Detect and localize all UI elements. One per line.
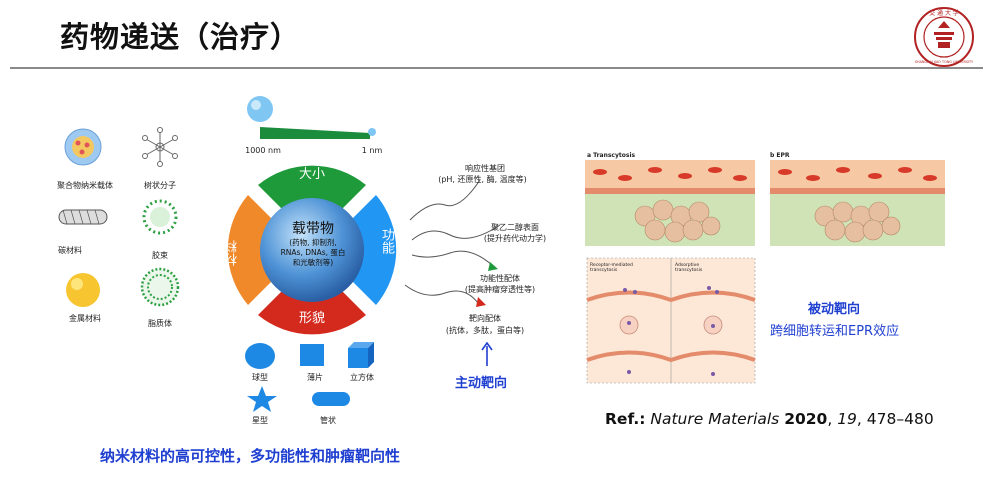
wheel-segment-shape bbox=[258, 289, 366, 335]
passive-targeting-title: 被动靶向 bbox=[808, 302, 861, 317]
wheel-center-title: 载带物 bbox=[292, 221, 334, 237]
reference-pages: 478–480 bbox=[866, 410, 934, 428]
sheet-shape-icon bbox=[300, 344, 324, 366]
function-title-ligand: 功能性配体 bbox=[480, 274, 520, 283]
active-targeting-label: 主动靶向 bbox=[455, 376, 508, 391]
svg-text:交 通 大 学: 交 通 大 学 bbox=[929, 9, 959, 17]
function-title-peg: 聚乙二醇表面 bbox=[491, 223, 539, 232]
figure-panel-b-label: b EPR bbox=[770, 152, 790, 159]
university-logo: 交 通 大 学 SHANGHAI JIAO TONG UNIVERSITY bbox=[914, 7, 974, 67]
metal-nanoparticle-icon bbox=[66, 273, 100, 307]
shape-label-sphere: 球型 bbox=[252, 373, 268, 382]
slide-caption: 纳米材料的高可控性，多功能性和肿瘤靶向性 bbox=[100, 447, 401, 465]
nanocarrier-label-liposome: 脂质体 bbox=[148, 319, 172, 328]
function-title-responsive: 响应性基团 bbox=[465, 164, 505, 173]
scale-right-label: 1 nm bbox=[361, 146, 383, 155]
shape-icons bbox=[245, 342, 374, 412]
reference: Ref.: Nature Materials 2020, 19, 478–480 bbox=[605, 410, 934, 428]
reference-year: 2020 bbox=[784, 410, 828, 428]
wheel-center-line: (药物, 抑制剂, bbox=[289, 238, 337, 247]
wheel-label-size: 大小 bbox=[298, 167, 325, 182]
polymer-nanocarrier-icon bbox=[64, 128, 102, 166]
nanocarrier-icons bbox=[58, 127, 180, 307]
wheel-segment-size bbox=[258, 165, 366, 211]
dendrimer-icon bbox=[142, 127, 178, 167]
inset-right-line1: Adsorptive bbox=[675, 262, 699, 268]
function-desc-targeting: (抗体，多肽，蛋白等) bbox=[445, 326, 525, 335]
micelle-icon bbox=[142, 199, 178, 235]
reference-journal: Nature Materials bbox=[650, 410, 780, 428]
wheel-label-material: 材料 bbox=[225, 240, 240, 266]
shape-label-sheet: 薄片 bbox=[307, 373, 323, 382]
cube-shape-icon bbox=[348, 342, 374, 368]
liposome-icon bbox=[140, 267, 180, 307]
wheel-label-shape: 形貌 bbox=[298, 311, 325, 326]
shape-label-star: 星型 bbox=[252, 416, 268, 425]
figure-panel-a-label: a Transcytosis bbox=[587, 152, 636, 159]
wheel-segment-material bbox=[227, 195, 274, 305]
nanocarrier-label-polymer: 聚合物纳米载体 bbox=[57, 181, 113, 190]
star-shape-icon bbox=[247, 386, 277, 412]
scale-left-label: 1000 nm bbox=[245, 146, 281, 155]
passive-targeting-subtitle: 跨细胞转运和EPR效应 bbox=[770, 324, 900, 339]
design-wheel bbox=[227, 165, 397, 335]
wheel-center-line: 和光敏剂等) bbox=[292, 258, 334, 267]
inset-right-line2: transcytosis bbox=[675, 267, 703, 273]
svg-text:SHANGHAI JIAO TONG UNIVERSITY: SHANGHAI JIAO TONG UNIVERSITY bbox=[915, 60, 974, 64]
nanocarrier-label-dendrimer: 树状分子 bbox=[144, 181, 176, 190]
function-desc-responsive: (pH, 还原性, 酶, 温度等) bbox=[438, 175, 527, 184]
active-targeting-arrow-icon bbox=[481, 342, 493, 366]
reference-volume: 19 bbox=[837, 410, 857, 428]
shape-label-cube: 立方体 bbox=[350, 373, 374, 382]
function-desc-ligand: (提高肿瘤穿透性等) bbox=[464, 285, 536, 294]
nanocarrier-label-carbon: 碳材料 bbox=[58, 246, 82, 255]
reference-prefix: Ref.: bbox=[605, 410, 646, 428]
wheel-center-line: RNAs, DNAs, 蛋白 bbox=[280, 248, 346, 257]
function-title-targeting: 靶向配体 bbox=[469, 314, 501, 323]
page-title: 药物递送（治疗） bbox=[60, 20, 301, 54]
sphere-shape-icon bbox=[245, 343, 275, 369]
function-desc-peg: (提升药代动力学) bbox=[483, 234, 547, 243]
tube-shape-icon bbox=[312, 392, 350, 406]
carbon-nanotube-icon bbox=[58, 209, 108, 225]
wheel-label-function: 功能 bbox=[379, 228, 394, 254]
transcytosis-epr-figure: a Transcytosis b EPR Receptor-mediated t… bbox=[585, 152, 945, 384]
wheel-segment-function bbox=[350, 195, 397, 305]
title-divider bbox=[10, 67, 983, 69]
inset-left-line2: transcytosis bbox=[590, 267, 618, 273]
shape-label-tube: 管状 bbox=[320, 416, 336, 425]
inset-left-line1: Receptor-mediated bbox=[590, 262, 633, 268]
wheel-center-desc: (药物, 抑制剂, RNAs, DNAs, 蛋白 和光敏剂等) bbox=[263, 238, 363, 268]
nanocarrier-label-metal: 金属材料 bbox=[69, 314, 101, 323]
nanocarrier-label-micelle: 胶束 bbox=[152, 251, 168, 260]
function-ligands bbox=[404, 179, 501, 307]
size-scale bbox=[247, 96, 376, 139]
